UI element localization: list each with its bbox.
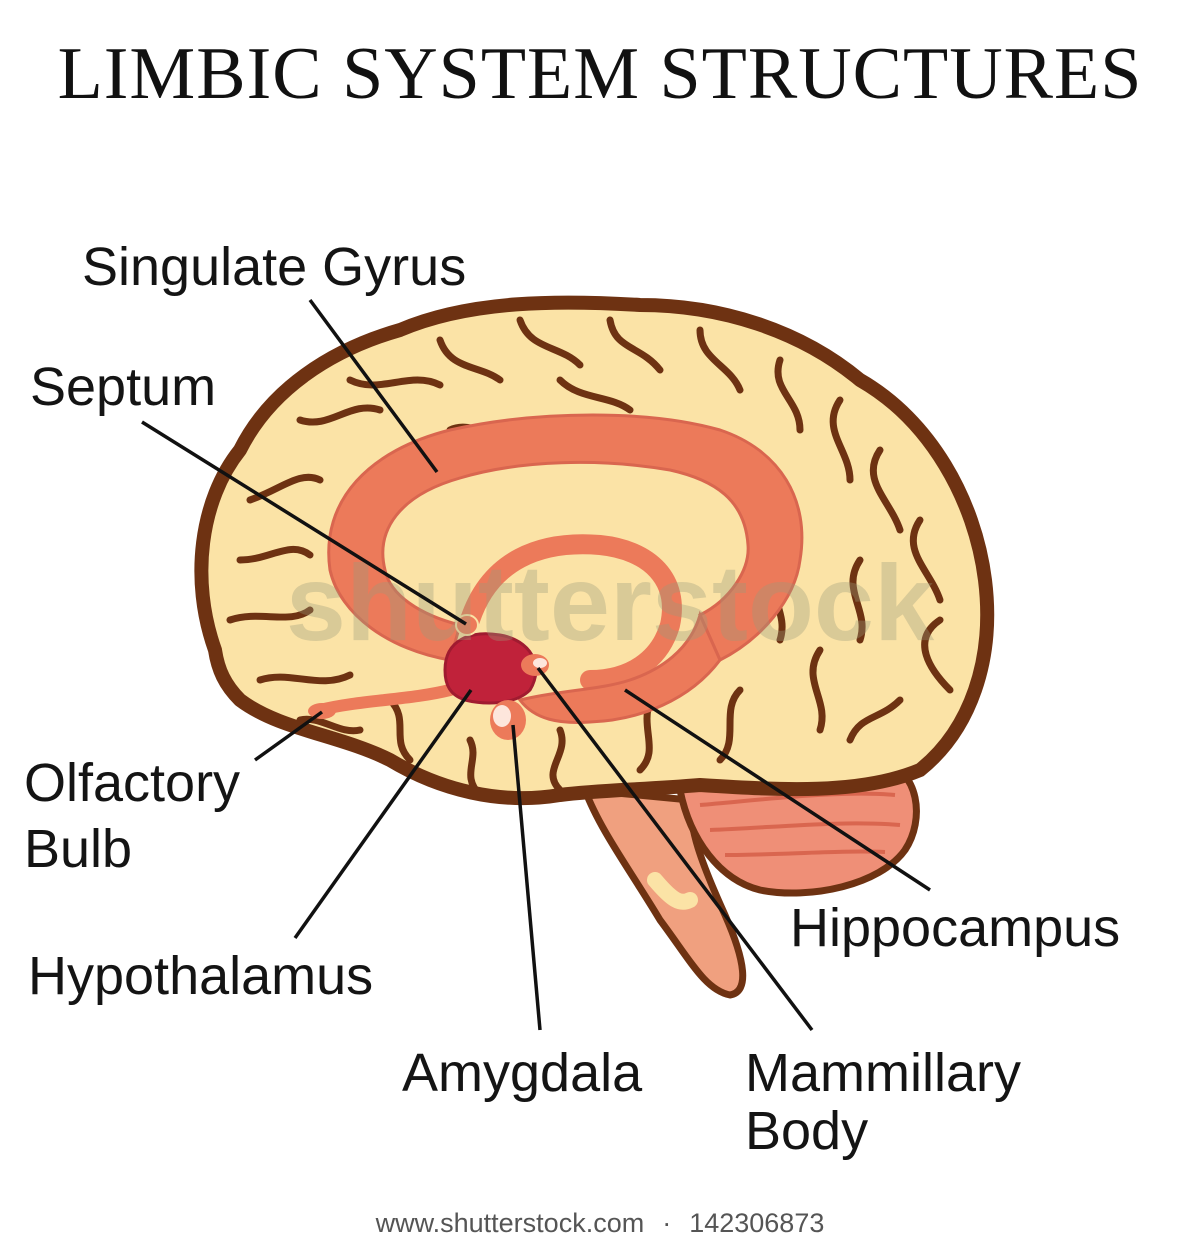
footer-image-number: 142306873	[689, 1208, 825, 1238]
label-hypothalamus: Hypothalamus	[28, 946, 374, 1006]
footer-separator: ·	[662, 1208, 672, 1238]
label-septum: Septum	[30, 357, 217, 417]
leader-amygdala	[511, 724, 542, 1031]
leader-mammillary-body	[536, 666, 814, 1032]
leader-hippocampus	[624, 688, 931, 892]
brainstem-highlight	[647, 872, 698, 910]
leader-olfactory-bulb	[253, 710, 324, 762]
mammillary-body-highlight	[533, 658, 547, 668]
footer: www.shutterstock.com · 142306873	[0, 1208, 1200, 1239]
fornix	[460, 534, 682, 690]
label-amygdala: Amygdala	[402, 1043, 643, 1103]
label-olfactory-bulb-line1: Olfactory	[24, 753, 241, 813]
label-hippocampus: Hippocampus	[790, 898, 1121, 958]
page-title: LIMBIC SYSTEM STRUCTURES	[57, 33, 1143, 115]
label-singulate-gyrus: Singulate Gyrus	[82, 237, 467, 297]
footer-url: www.shutterstock.com	[375, 1208, 645, 1238]
leader-lines	[141, 298, 931, 1032]
label-olfactory-bulb-line2: Bulb	[24, 819, 133, 879]
olfactory-bulb-shape	[308, 703, 336, 719]
watermark: shutterstock	[286, 542, 935, 663]
amygdala-highlight	[493, 705, 511, 727]
cingulate-gyrus	[327, 413, 804, 663]
label-mammillary-body-line1: Mammillary	[745, 1043, 1021, 1103]
leader-septum	[141, 420, 467, 626]
hypothalamus-shape	[443, 632, 538, 705]
leader-singulate-gyrus	[308, 298, 439, 474]
leader-hypothalamus	[293, 688, 473, 940]
label-mammillary-body-line2: Body	[745, 1101, 869, 1161]
